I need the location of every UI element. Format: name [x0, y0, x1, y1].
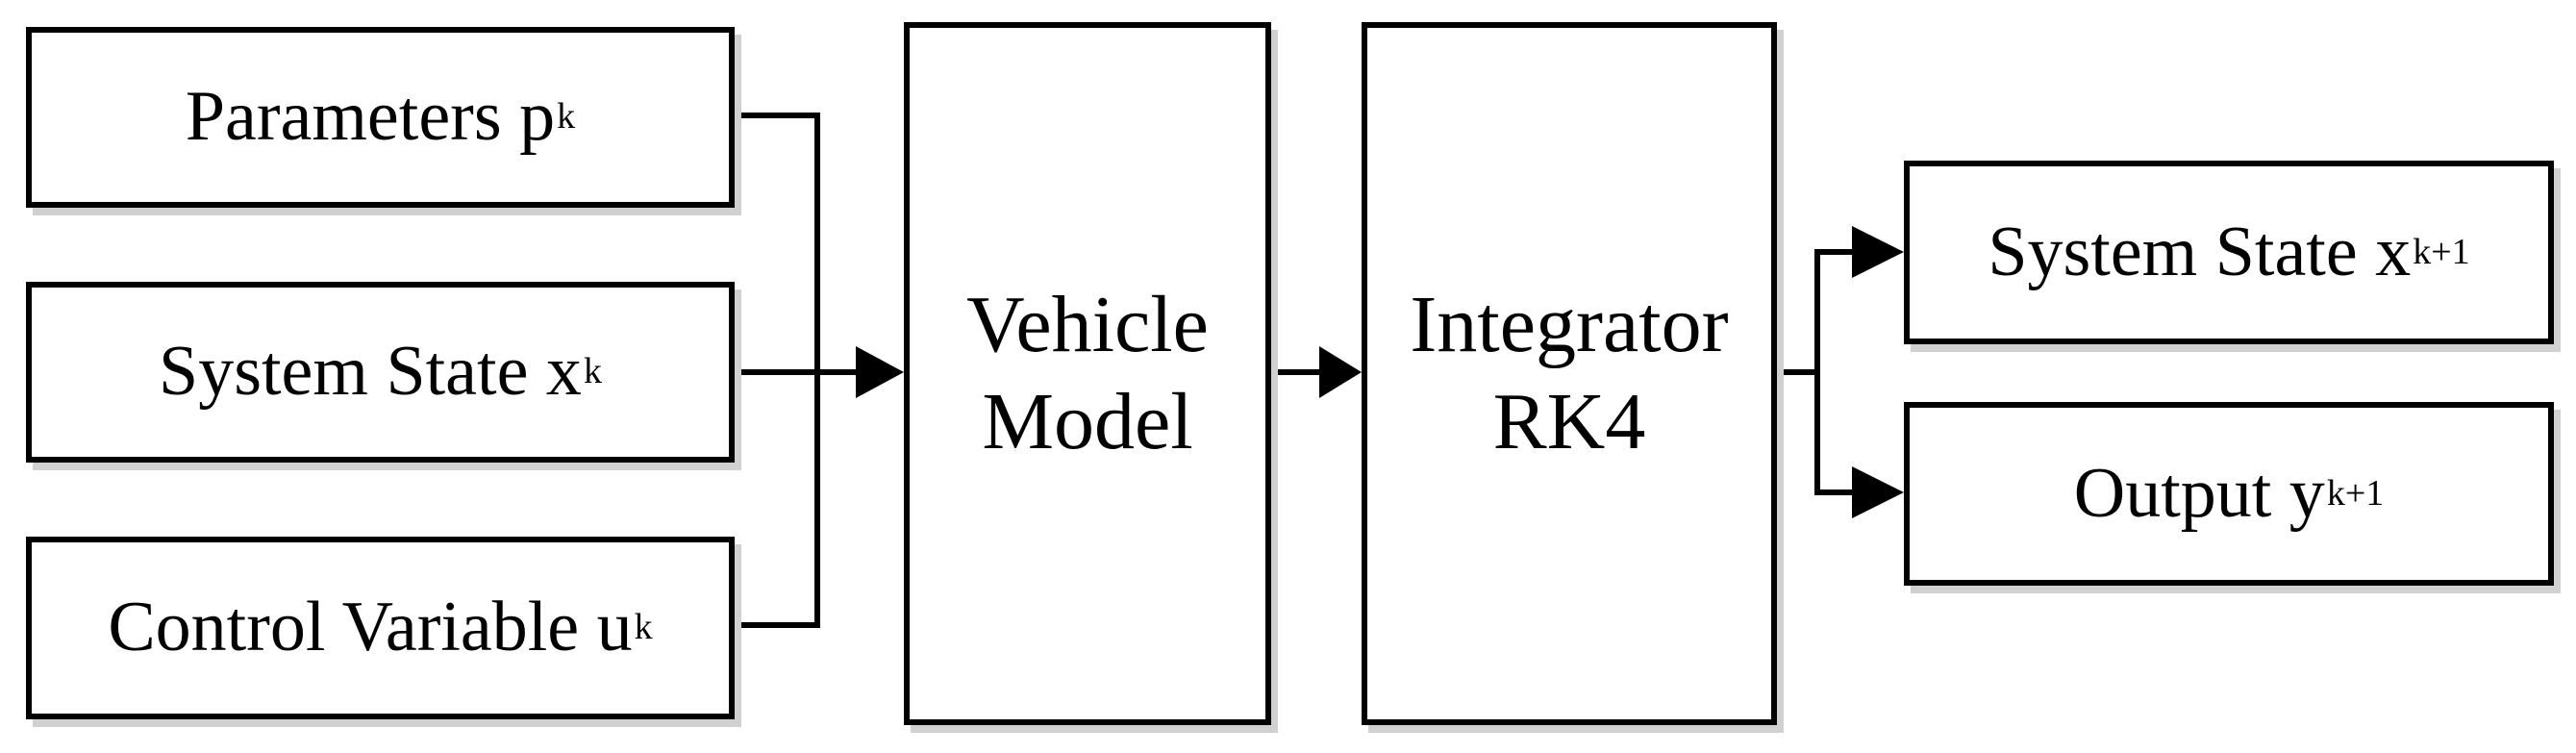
parameters-subscript: k [557, 96, 576, 138]
arrow-to-state-output-icon [1852, 226, 1904, 278]
parameters-label: Parameters p [185, 77, 556, 157]
control-variable-label: Control Variable u [108, 588, 633, 667]
output-label: Output y [2073, 453, 2325, 533]
system-state-input-subscript: k [583, 351, 602, 392]
arrow-into-model-icon [856, 346, 904, 398]
integrator-block: Integrator RK4 [1362, 22, 1777, 725]
control-variable-subscript: k [634, 607, 653, 648]
system-state-output-subscript: k+1 [2413, 231, 2470, 272]
vehicle-model-line1: Vehicle [966, 279, 1209, 369]
integrator-line2: RK4 [1492, 376, 1646, 466]
integrator-line1: Integrator [1410, 279, 1729, 369]
vehicle-model-line2: Model [982, 376, 1193, 466]
system-state-input-label: System State x [159, 332, 582, 412]
output-split-line [1814, 249, 1856, 495]
vehicle-model-block: Vehicle Model [904, 22, 1271, 725]
system-state-output-label: System State x [1988, 212, 2412, 291]
output-subscript: k+1 [2326, 472, 2385, 514]
arrow-to-output-icon [1852, 466, 1904, 518]
arrow-into-integrator-icon [1319, 346, 1362, 398]
